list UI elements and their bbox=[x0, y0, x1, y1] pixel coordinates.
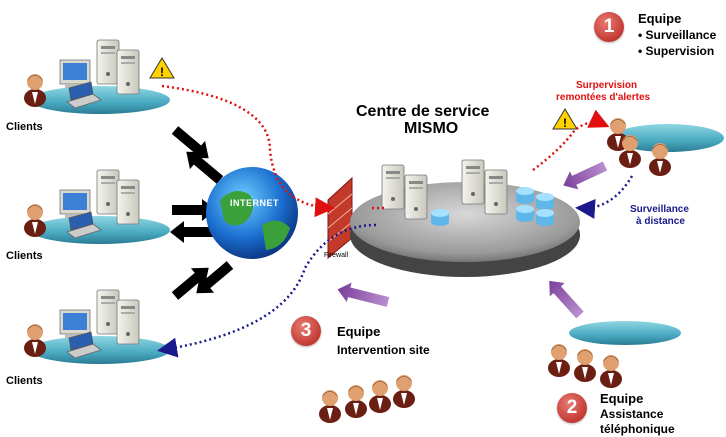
surveillance-label-line2: à distance bbox=[636, 216, 685, 227]
team1-group bbox=[607, 118, 724, 176]
firewall-icon bbox=[327, 176, 353, 260]
team3-title: Equipe bbox=[337, 324, 381, 339]
team2-title: Equipe bbox=[600, 391, 644, 406]
team1-item-supervision: • Supervision bbox=[638, 44, 715, 58]
team3-line1: Intervention site bbox=[337, 343, 430, 357]
warning-icon: ! bbox=[149, 57, 175, 79]
remote-surveillance-path bbox=[575, 175, 634, 219]
svg-text:!: ! bbox=[563, 116, 567, 130]
alert-flow-path bbox=[161, 84, 335, 218]
service-center-title: Centre de service bbox=[356, 103, 490, 120]
team2-group bbox=[548, 321, 681, 388]
arrow-internet-to-mid bbox=[170, 221, 214, 243]
team3-badge: 3 bbox=[291, 316, 321, 346]
supervision-label: Surpervision bbox=[576, 80, 638, 91]
service-center-subtitle: MISMO bbox=[404, 120, 459, 137]
team1-title: Equipe bbox=[638, 11, 682, 26]
client-node-middle bbox=[24, 170, 170, 244]
remote-intervention-path bbox=[157, 223, 377, 358]
purple-arrow-team3 bbox=[337, 282, 390, 307]
client-label-bottom: Clients bbox=[6, 375, 43, 387]
team1-item-surveillance: • Surveillance bbox=[638, 28, 717, 42]
purple-arrow-team1 bbox=[563, 161, 608, 190]
warning-icon: ! bbox=[552, 108, 578, 130]
client-label-middle: Clients bbox=[6, 250, 43, 262]
team3-group bbox=[319, 375, 415, 423]
internet-label: INTERNET bbox=[230, 198, 279, 208]
purple-arrow-team2 bbox=[549, 280, 584, 319]
team2-line1: Assistance bbox=[600, 407, 664, 421]
supervision-flow-path bbox=[532, 109, 610, 172]
surveillance-label: Surveillance bbox=[630, 204, 689, 215]
firewall-label: Firewall bbox=[324, 252, 349, 259]
team1-badge: 1 bbox=[594, 12, 624, 42]
service-center-platform bbox=[350, 159, 580, 277]
client-label-top: Clients bbox=[6, 121, 43, 133]
client-node-bottom bbox=[24, 290, 170, 364]
client-node-top bbox=[24, 40, 170, 114]
supervision-label-line2: remontées d'alertes bbox=[556, 92, 651, 103]
team2-line2: téléphonique bbox=[600, 422, 675, 436]
team2-badge: 2 bbox=[557, 393, 587, 423]
internet-globe bbox=[206, 167, 298, 259]
svg-text:!: ! bbox=[160, 65, 164, 79]
